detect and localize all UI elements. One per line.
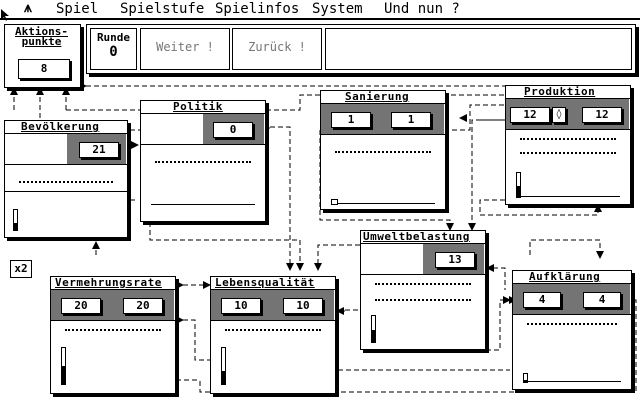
window-bevoelkerung[interactable]: Bevölkerung 21 [4,120,128,238]
atari-logo-icon[interactable]: ⩚ [24,0,32,16]
aktionspunkte-panel: Aktions- punkte 8 [4,24,81,88]
window-title: Vermehrungsrate [55,276,162,289]
window-title: Aufklärung [529,270,601,283]
weiter-button[interactable]: Weiter ! [140,28,230,70]
window-umweltbelastung[interactable]: Umweltbelastung 13 [360,230,486,350]
runde-label: Runde [96,31,131,44]
window-vermehrungsrate[interactable]: Vermehrungsrate 20 20 [50,276,176,394]
sanierung-value-left: 1 [331,112,371,128]
window-title: Produktion [524,85,596,98]
aktionspunkte-value: 8 [18,59,70,79]
window-title: Lebensqualität [215,276,315,289]
umweltbelastung-level-bar [371,315,376,343]
message-field [325,28,632,70]
window-lebensqualitaet[interactable]: Lebensqualität 10 10 [210,276,336,394]
bevoelkerung-value: 21 [79,142,119,158]
menu-und-nun[interactable]: Und nun ? [384,1,460,17]
lebensqualitaet-value-right: 10 [283,298,323,314]
vermehrungsrate-value-left: 20 [61,298,101,314]
produktion-value-right: 12 [582,107,622,123]
aktionspunkte-label-1: Aktions- [15,25,68,38]
window-produktion[interactable]: Produktion 12 ◊ 12 [505,85,631,205]
window-title: Umweltbelastung [363,230,470,243]
runde-value: 0 [109,44,118,60]
vermehrungsrate-value-right: 20 [123,298,163,314]
produktion-stepper-icon[interactable]: ◊ [552,107,566,123]
zurueck-button[interactable]: Zurück ! [232,28,322,70]
window-title: Politik [173,100,223,113]
menu-system[interactable]: System [312,1,363,17]
menu-spielstufe[interactable]: Spielstufe [120,1,205,17]
aufklaerung-value-right: 4 [583,292,621,308]
window-politik[interactable]: Politik 0 [140,100,266,222]
window-title: Bevölkerung [21,120,100,133]
menu-spiel[interactable]: Spiel [56,1,99,17]
runde-box: Runde 0 [90,28,137,70]
sanierung-value-right: 1 [391,112,431,128]
politik-value: 0 [213,122,253,138]
aufklaerung-value-left: 4 [523,292,561,308]
lebensqualitaet-value-left: 10 [221,298,261,314]
lebensqualitaet-level-bar [221,347,226,385]
vermehrungsrate-level-bar [61,347,66,385]
aufklaerung-level-bar [523,373,528,383]
menu-bar: ⩚ Spiel Spielstufe Spielinfos System Und… [0,0,640,20]
bevoelkerung-level-bar [13,209,18,231]
umweltbelastung-value: 13 [435,252,475,268]
menu-spielinfos[interactable]: Spielinfos [215,1,300,17]
aktionspunkte-label-2: punkte [21,35,62,48]
window-sanierung[interactable]: Sanierung 1 1 [320,90,446,210]
mouse-pointer-icon [1,9,9,21]
window-aufklaerung[interactable]: Aufklärung 4 4 [512,270,632,390]
sanierung-level-bar [331,199,338,205]
produktion-level-bar [516,172,521,198]
multiplier-label: x2 [10,260,32,278]
window-title: Sanierung [345,90,410,103]
produktion-value-left: 12 [510,107,550,123]
